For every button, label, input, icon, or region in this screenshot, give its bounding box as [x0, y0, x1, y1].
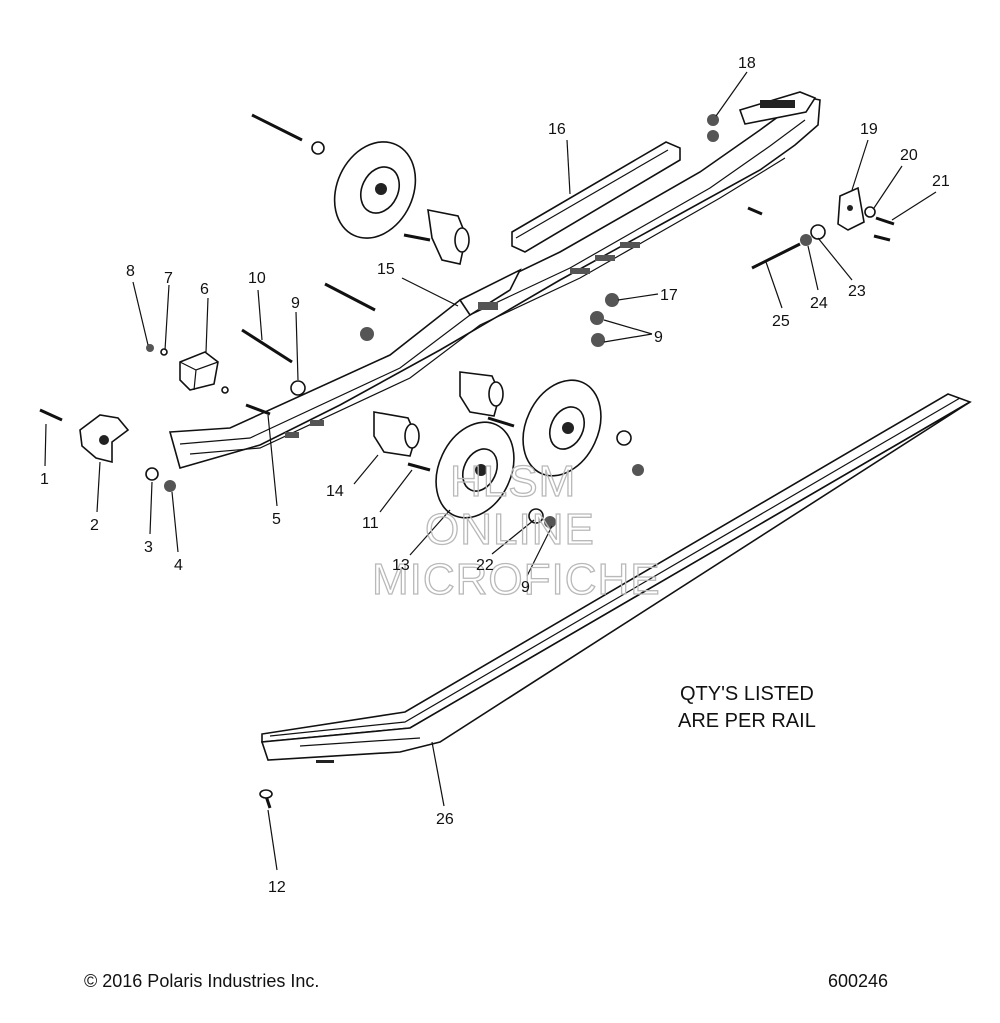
callout-20: 20: [900, 147, 918, 164]
copyright-text: © 2016 Polaris Industries Inc.: [84, 971, 319, 991]
callout-9-left: 9: [291, 295, 300, 312]
callout-26: 26: [436, 811, 454, 828]
fasteners: [39, 113, 895, 809]
spacer-part-middle: [459, 371, 504, 417]
stopper-block-part: [179, 351, 219, 391]
callout-23: 23: [848, 283, 866, 300]
suspension-rail-part: [168, 91, 821, 469]
callout-19: 19: [860, 121, 878, 138]
callout-25: 25: [772, 313, 790, 330]
note-line-1: QTY'S LISTED: [680, 683, 814, 705]
callout-11: 11: [362, 515, 379, 532]
callout-18: 18: [738, 55, 756, 72]
diagram-number: 600246: [828, 971, 888, 991]
callout-10: 10: [248, 270, 266, 287]
callout-7: 7: [164, 270, 173, 287]
callout-6: 6: [200, 281, 209, 298]
watermark-line-3: MICROFICHE: [372, 555, 661, 604]
callout-15: 15: [377, 261, 395, 278]
watermark: HLSM ONLINE MICROFICHE: [371, 456, 661, 604]
leader-lines: [44, 71, 937, 871]
rear-idler-wheel-part: [522, 379, 602, 477]
spacer-part-lower: [373, 411, 420, 457]
callout-22: 22: [476, 557, 494, 574]
callout-13: 13: [392, 557, 410, 574]
lower-idler-wheel-part: [435, 421, 515, 519]
wear-strip-part: [511, 141, 681, 253]
quantity-note: QTY'S LISTED ARE PER RAIL: [678, 683, 816, 732]
callout-5: 5: [272, 511, 281, 528]
callout-1: 1: [40, 471, 49, 488]
callout-21: 21: [932, 173, 950, 190]
callout-16: 16: [548, 121, 566, 138]
callout-4: 4: [174, 557, 183, 574]
callout-14: 14: [326, 483, 344, 500]
callout-9-bottom: 9: [521, 579, 530, 596]
callout-24: 24: [810, 295, 828, 312]
note-line-2: ARE PER RAIL: [678, 710, 816, 732]
callout-17: 17: [660, 287, 678, 304]
callout-8: 8: [126, 263, 135, 280]
callout-9-right: 9: [654, 329, 663, 346]
upper-idler-wheel-part: [333, 141, 417, 239]
callout-labels: 1 2 3 4 5 6 7 8 9 9 9 10 11 12 13 14 15 …: [40, 55, 950, 896]
rear-bracket-part: [837, 186, 865, 231]
slide-rail-part: [260, 393, 972, 763]
callout-12: 12: [268, 879, 286, 896]
callout-2: 2: [90, 517, 99, 534]
watermark-line-1: HLSM: [450, 457, 576, 506]
front-bumper-part: [79, 414, 130, 464]
spacer-part-upper: [427, 208, 470, 265]
callout-3: 3: [144, 539, 153, 556]
watermark-line-2: ONLINE: [425, 505, 595, 554]
